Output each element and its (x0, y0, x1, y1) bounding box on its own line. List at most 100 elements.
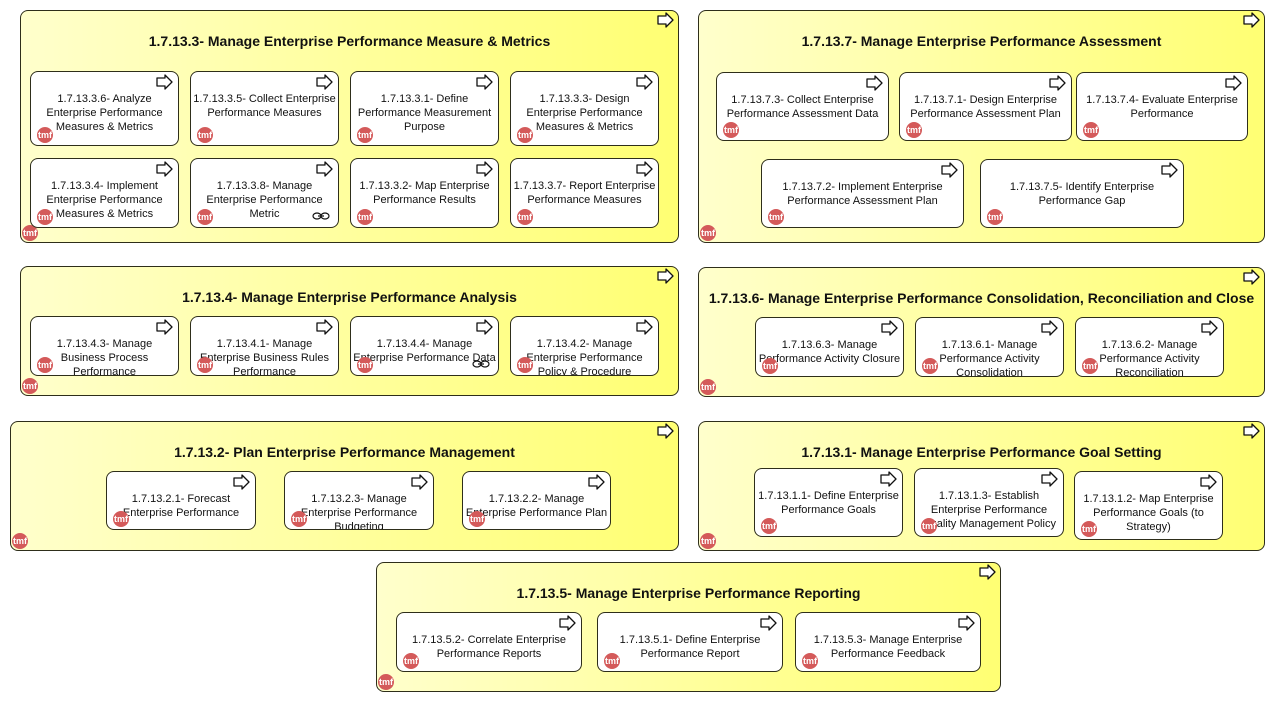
process-box[interactable]: 1.7.13.7.1- Design Enterprise Performanc… (899, 72, 1072, 141)
group-title: 1.7.13.4- Manage Enterprise Performance … (182, 289, 517, 305)
process-box-label: 1.7.13.4.1- Manage Enterprise Business R… (199, 338, 329, 376)
arrow-icon (1243, 423, 1260, 439)
process-box-label: 1.7.13.7.3- Collect Enterprise Performan… (726, 94, 879, 120)
process-group[interactable]: 1.7.13.7- Manage Enterprise Performance … (698, 10, 1265, 243)
process-box[interactable]: 1.7.13.7.3- Collect Enterprise Performan… (716, 72, 889, 141)
process-box[interactable]: 1.7.13.3.3- Design Enterprise Performanc… (510, 71, 659, 146)
process-box[interactable]: 1.7.13.1.1- Define Enterprise Performanc… (754, 468, 903, 537)
tmf-badge-icon: tmf (700, 533, 716, 549)
process-box[interactable]: 1.7.13.3.7- Report Enterprise Performanc… (510, 158, 659, 228)
process-box[interactable]: 1.7.13.6.3- Manage Performance Activity … (755, 317, 904, 377)
process-box[interactable]: 1.7.13.4.3- Manage Business Process Perf… (30, 316, 179, 376)
arrow-icon (316, 319, 333, 335)
process-box-label: 1.7.13.2.2- Manage Enterprise Performanc… (465, 493, 608, 519)
arrow-icon (636, 161, 653, 177)
process-box[interactable]: 1.7.13.3.8- Manage Enterprise Performanc… (190, 158, 339, 228)
arrow-icon (316, 161, 333, 177)
process-group[interactable]: 1.7.13.3- Manage Enterprise Performance … (20, 10, 679, 243)
process-box[interactable]: 1.7.13.3.1- Define Performance Measureme… (350, 71, 499, 146)
process-group[interactable]: 1.7.13.5- Manage Enterprise Performance … (376, 562, 1001, 692)
arrow-icon (156, 74, 173, 90)
process-group[interactable]: 1.7.13.6- Manage Enterprise Performance … (698, 267, 1265, 397)
arrow-icon (866, 75, 883, 91)
arrow-icon (1200, 474, 1217, 490)
tmf-badge-icon: tmf (22, 378, 38, 394)
tmf-badge-icon: tmf (37, 127, 53, 143)
process-box[interactable]: 1.7.13.5.3- Manage Enterprise Performanc… (795, 612, 981, 672)
arrow-icon (880, 471, 897, 487)
tmf-badge-icon: tmf (1081, 521, 1097, 537)
process-box-label: 1.7.13.4.4- Manage Enterprise Performanc… (353, 338, 496, 364)
tmf-badge-icon: tmf (378, 674, 394, 690)
process-box[interactable]: 1.7.13.6.2- Manage Performance Activity … (1075, 317, 1224, 377)
process-box[interactable]: 1.7.13.6.1- Manage Performance Activity … (915, 317, 1064, 377)
tmf-badge-icon: tmf (12, 533, 28, 549)
tmf-badge-icon: tmf (768, 209, 784, 225)
process-box-label: 1.7.13.7.2- Implement Enterprise Perform… (782, 181, 943, 207)
arrow-icon (1161, 162, 1178, 178)
tmf-badge-icon: tmf (113, 511, 129, 527)
process-group[interactable]: 1.7.13.1- Manage Enterprise Performance … (698, 421, 1265, 551)
tmf-badge-icon: tmf (700, 225, 716, 241)
process-box[interactable]: 1.7.13.3.6- Analyze Enterprise Performan… (30, 71, 179, 146)
process-box[interactable]: 1.7.13.2.2- Manage Enterprise Performanc… (462, 471, 611, 530)
group-title: 1.7.13.6- Manage Enterprise Performance … (708, 290, 1255, 306)
process-box-label: 1.7.13.4.3- Manage Business Process Perf… (56, 338, 153, 376)
tmf-badge-icon: tmf (987, 209, 1003, 225)
process-box[interactable]: 1.7.13.7.4- Evaluate Enterprise Performa… (1076, 72, 1248, 141)
process-box[interactable]: 1.7.13.7.5- Identify Enterprise Performa… (980, 159, 1184, 228)
process-box[interactable]: 1.7.13.5.2- Correlate Enterprise Perform… (396, 612, 582, 672)
process-box[interactable]: 1.7.13.4.1- Manage Enterprise Business R… (190, 316, 339, 376)
chain-link-icon (312, 212, 330, 220)
arrow-icon (1041, 471, 1058, 487)
process-group[interactable]: 1.7.13.2- Plan Enterprise Performance Ma… (10, 421, 679, 551)
arrow-icon (156, 161, 173, 177)
arrow-icon (411, 474, 428, 490)
tmf-badge-icon: tmf (1082, 358, 1098, 374)
group-title: 1.7.13.1- Manage Enterprise Performance … (801, 444, 1162, 460)
tmf-badge-icon: tmf (197, 209, 213, 225)
process-box[interactable]: 1.7.13.3.2- Map Enterprise Performance R… (350, 158, 499, 228)
process-box-label: 1.7.13.6.3- Manage Performance Activity … (758, 339, 901, 365)
process-box[interactable]: 1.7.13.1.2- Map Enterprise Performance G… (1074, 471, 1223, 540)
tmf-badge-icon: tmf (37, 209, 53, 225)
tmf-badge-icon: tmf (37, 357, 53, 373)
process-box[interactable]: 1.7.13.2.1- Forecast Enterprise Performa… (106, 471, 256, 530)
tmf-badge-icon: tmf (403, 653, 419, 669)
process-group[interactable]: 1.7.13.4- Manage Enterprise Performance … (20, 266, 679, 396)
process-box[interactable]: 1.7.13.5.1- Define Enterprise Performanc… (597, 612, 783, 672)
tmf-badge-icon: tmf (291, 511, 307, 527)
arrow-icon (156, 319, 173, 335)
process-box-label: 1.7.13.5.2- Correlate Enterprise Perform… (411, 634, 567, 660)
process-box[interactable]: 1.7.13.3.4- Implement Enterprise Perform… (30, 158, 179, 228)
tmf-badge-icon: tmf (357, 357, 373, 373)
process-box-label: 1.7.13.1.1- Define Enterprise Performanc… (758, 490, 899, 516)
process-box[interactable]: 1.7.13.1.3- Establish Enterprise Perform… (914, 468, 1064, 537)
process-box-label: 1.7.13.5.1- Define Enterprise Performanc… (619, 634, 761, 660)
process-box[interactable]: 1.7.13.4.2- Manage Enterprise Performanc… (510, 316, 659, 376)
group-title: 1.7.13.3- Manage Enterprise Performance … (148, 33, 551, 49)
tmf-badge-icon: tmf (802, 653, 818, 669)
arrow-icon (476, 319, 493, 335)
arrow-icon (636, 319, 653, 335)
process-box-label: 1.7.13.6.1- Manage Performance Activity … (939, 339, 1040, 377)
chain-link-icon (472, 360, 490, 368)
process-box[interactable]: 1.7.13.7.2- Implement Enterprise Perform… (761, 159, 964, 228)
tmf-badge-icon: tmf (922, 358, 938, 374)
process-box-label: 1.7.13.2.3- Manage Enterprise Performanc… (300, 493, 418, 530)
process-box-label: 1.7.13.5.3- Manage Enterprise Performanc… (813, 634, 963, 660)
arrow-icon (657, 268, 674, 284)
arrow-icon (1225, 75, 1242, 91)
arrow-icon (1049, 75, 1066, 91)
process-box-label: 1.7.13.6.2- Manage Performance Activity … (1099, 339, 1200, 377)
tmf-badge-icon: tmf (762, 358, 778, 374)
arrow-icon (1041, 320, 1058, 336)
process-box-label: 1.7.13.4.2- Manage Enterprise Performanc… (526, 338, 643, 376)
process-box[interactable]: 1.7.13.2.3- Manage Enterprise Performanc… (284, 471, 434, 530)
process-box[interactable]: 1.7.13.3.5- Collect Enterprise Performan… (190, 71, 339, 146)
process-box[interactable]: 1.7.13.4.4- Manage Enterprise Performanc… (350, 316, 499, 376)
arrow-icon (316, 74, 333, 90)
process-box-label: 1.7.13.3.4- Implement Enterprise Perform… (46, 180, 163, 220)
arrow-icon (636, 74, 653, 90)
arrow-icon (233, 474, 250, 490)
